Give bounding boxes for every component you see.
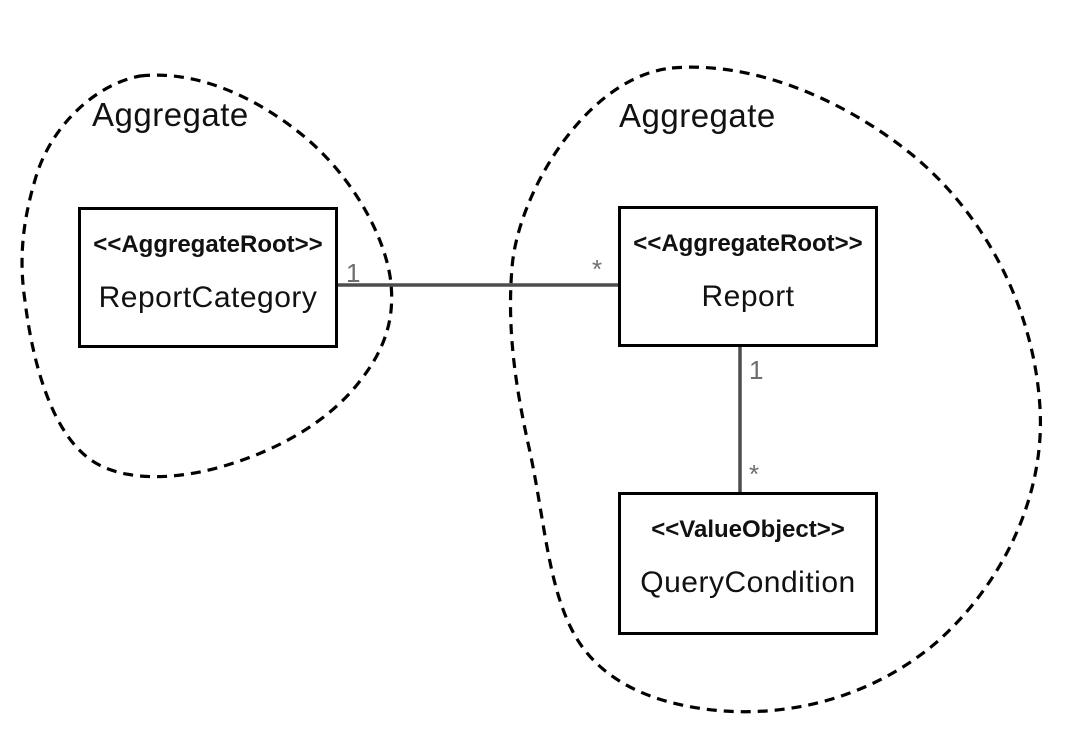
stereotype-label: <<AggregateRoot>> [633, 230, 863, 257]
multiplicity-report-one: 1 [749, 355, 764, 385]
class-name-label: ReportCategory [98, 281, 318, 314]
class-box-report: <<AggregateRoot>> Report [618, 206, 878, 347]
class-box-querycondition: <<ValueObject>> QueryCondition [618, 492, 878, 635]
aggregate-label-left: Aggregate [92, 96, 249, 133]
class-name-label: QueryCondition [640, 566, 856, 599]
multiplicity-querycondition-many: * [749, 459, 760, 489]
aggregate-boundary-left [20, 73, 394, 479]
class-box-reportcategory: <<AggregateRoot>> ReportCategory [78, 207, 338, 348]
multiplicity-report-many: * [592, 254, 603, 284]
aggregate-boundary-right [508, 65, 1043, 714]
stereotype-label: <<ValueObject>> [651, 516, 845, 543]
multiplicity-reportcategory-one: 1 [346, 258, 361, 288]
class-name-label: Report [701, 280, 795, 313]
aggregate-label-right: Aggregate [619, 97, 776, 134]
stereotype-label: <<AggregateRoot>> [93, 231, 323, 258]
